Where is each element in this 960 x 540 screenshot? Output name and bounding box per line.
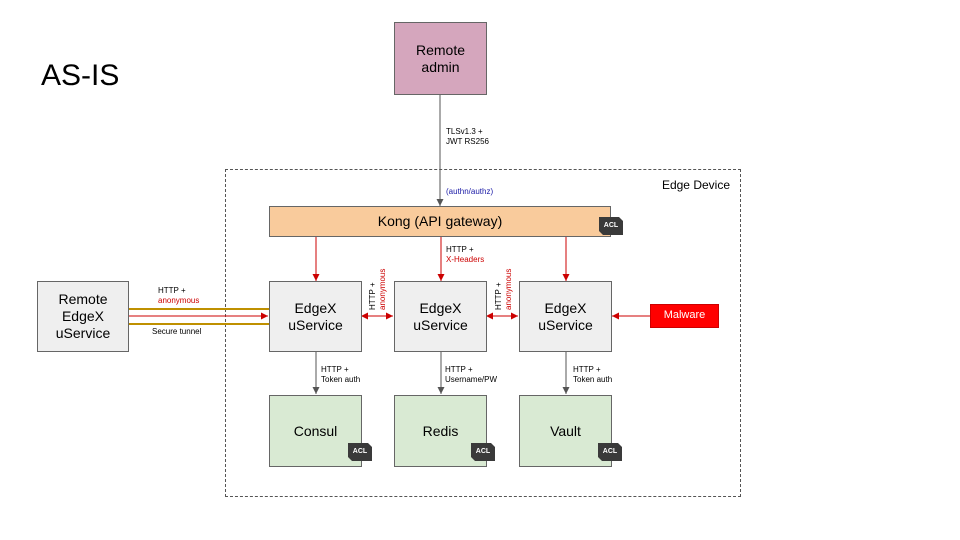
admin-link-label-1: TLSv1.3 + — [446, 127, 483, 136]
mid-right-link-label-1: HTTP + — [494, 282, 503, 310]
remote-admin-label: Remote admin — [415, 41, 466, 75]
acl-flag-vault: ACL — [596, 443, 624, 461]
page-title: AS-IS — [41, 59, 120, 92]
acl-consul-label: ACL — [352, 448, 368, 455]
consul-box: Consul — [269, 395, 362, 467]
kong-mid-label-1: HTTP + — [446, 245, 474, 254]
kong-gateway-label: Kong (API gateway) — [377, 213, 503, 230]
authn-label: (authn/authz) — [446, 187, 494, 196]
edge-device-label: Edge Device — [661, 178, 730, 192]
acl-flag-consul: ACL — [346, 443, 374, 461]
vault-box: Vault — [519, 395, 612, 467]
acl-vault-label: ACL — [602, 448, 618, 455]
remote-edgex-service-label: Remote EdgeX uService — [55, 291, 111, 341]
vault-label: Vault — [550, 422, 581, 439]
consul-link-label-1: HTTP + — [321, 365, 349, 374]
consul-link-label-2: Token auth — [321, 375, 361, 384]
remote-admin-box: Remote admin — [394, 22, 487, 95]
remote-link-label-2: anonymous — [158, 296, 200, 305]
acl-flag-icon — [599, 217, 623, 235]
kong-mid-label-2: X-Headers — [446, 255, 485, 264]
edgex-service-mid-box: EdgeX uService — [394, 281, 487, 352]
edgex-service-left-box: EdgeX uService — [269, 281, 362, 352]
malware-label: Malware — [663, 309, 706, 322]
vault-link-label-1: HTTP + — [573, 365, 601, 374]
remote-link-label-1: HTTP + — [158, 286, 186, 295]
malware-box: Malware — [650, 304, 719, 328]
secure-tunnel-label: Secure tunnel — [152, 327, 202, 336]
edgex-service-left-label: EdgeX uService — [288, 299, 343, 333]
edgex-service-mid-label: EdgeX uService — [413, 299, 468, 333]
vault-link-label-2: Token auth — [573, 375, 613, 384]
acl-flag-icon — [598, 443, 622, 461]
edge-device-boundary — [225, 169, 741, 497]
kong-gateway-box: Kong (API gateway) — [269, 206, 611, 237]
mid-right-link-label-2: anonymous — [504, 268, 513, 310]
acl-flag-icon — [348, 443, 372, 461]
redis-link-label-1: HTTP + — [445, 365, 473, 374]
redis-label: Redis — [422, 422, 459, 439]
redis-box: Redis — [394, 395, 487, 467]
consul-label: Consul — [293, 422, 338, 439]
left-mid-link-label-2: anonymous — [378, 268, 387, 310]
redis-link-label-2: Username/PW — [445, 375, 498, 384]
acl-flag-redis: ACL — [469, 443, 497, 461]
edgex-service-right-box: EdgeX uService — [519, 281, 612, 352]
left-mid-link-label-1: HTTP + — [368, 282, 377, 310]
acl-kong-label: ACL — [603, 222, 619, 229]
acl-flag-icon — [471, 443, 495, 461]
edgex-service-right-label: EdgeX uService — [538, 299, 593, 333]
acl-redis-label: ACL — [475, 448, 491, 455]
remote-edgex-service-box: Remote EdgeX uService — [37, 281, 129, 352]
admin-link-label-2: JWT RS256 — [446, 137, 489, 146]
acl-flag-kong: ACL — [597, 217, 625, 235]
